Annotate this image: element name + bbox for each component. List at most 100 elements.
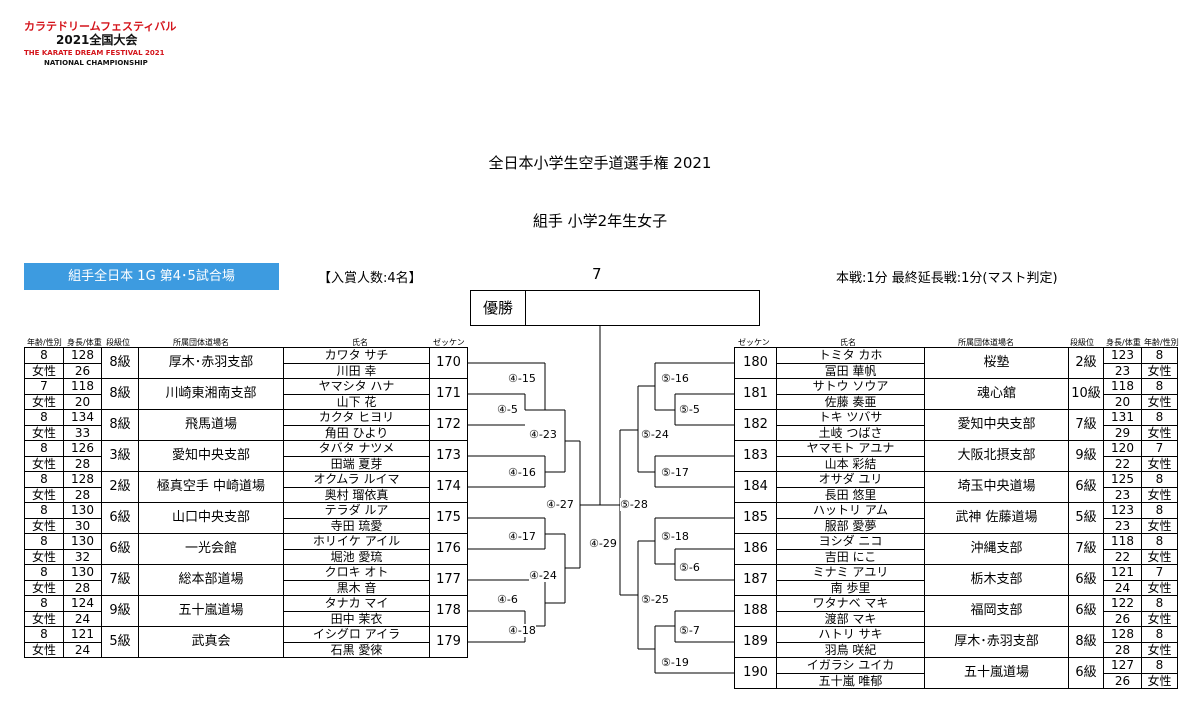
player-weight: 24 bbox=[1103, 579, 1142, 596]
player-rank: 7級 bbox=[1068, 409, 1104, 441]
player-rank: 5級 bbox=[101, 626, 139, 658]
player-rank: 3級 bbox=[101, 440, 139, 472]
player-rank: 8級 bbox=[1068, 626, 1104, 658]
player-name-kanji: 服部 愛夢 bbox=[776, 517, 925, 534]
player-rank: 8級 bbox=[101, 378, 139, 410]
player-dojo: 福岡支部 bbox=[924, 595, 1069, 627]
player-name-kanji: 寺田 琉愛 bbox=[283, 517, 430, 534]
player-zekken: 184 bbox=[734, 471, 777, 503]
match-label: ④-17 bbox=[508, 530, 536, 543]
player-sex: 女性 bbox=[24, 362, 64, 379]
header-zekken-left: ゼッケン bbox=[433, 338, 465, 347]
page-title: 全日本小学生空手道選手権 2021 bbox=[488, 154, 712, 172]
match-label: ④-5 bbox=[497, 403, 518, 416]
player-dojo: 大阪北摂支部 bbox=[924, 440, 1069, 472]
player-rank: 2級 bbox=[101, 471, 139, 503]
player-name-kana: オクムラ ルイマ bbox=[283, 471, 430, 488]
player-zekken: 178 bbox=[429, 595, 468, 627]
match-label: ⑤-7 bbox=[679, 624, 700, 637]
match-label: ⑤-6 bbox=[679, 561, 700, 574]
court-badge: 組手全日本 1G 第4･5試合場 bbox=[24, 263, 279, 290]
player-name-kana: イガラシ ユイカ bbox=[776, 657, 925, 674]
match-label: ⑤-5 bbox=[679, 403, 700, 416]
match-label: ④-16 bbox=[508, 466, 536, 479]
header-name-right: 氏名 bbox=[840, 338, 856, 347]
match-label: ④-23 bbox=[529, 428, 557, 441]
header-name-left: 氏名 bbox=[352, 338, 368, 347]
player-dojo: 五十嵐道場 bbox=[924, 657, 1069, 689]
player-zekken: 181 bbox=[734, 378, 777, 410]
player-name-kana: オサダ ユリ bbox=[776, 471, 925, 488]
header-hw-right: 身長/体重 bbox=[1106, 338, 1141, 347]
header-dojo-right: 所属団体道場名 bbox=[958, 338, 1014, 347]
player-name-kanji: 冨田 華帆 bbox=[776, 362, 925, 379]
player-height: 118 bbox=[63, 378, 102, 395]
player-zekken: 171 bbox=[429, 378, 468, 410]
tournament-logo: カラテドリームフェスティバル 2021全国大会 THE KARATE DREAM… bbox=[24, 20, 176, 67]
match-label: ⑤-17 bbox=[661, 466, 689, 479]
match-label: ⑤-16 bbox=[661, 372, 689, 385]
player-name-kana: ヤマモト アユナ bbox=[776, 440, 925, 457]
header-age-sex-left: 年齢/性別 bbox=[27, 338, 62, 347]
match-label: ⑤-19 bbox=[661, 656, 689, 669]
player-height: 120 bbox=[1103, 440, 1142, 457]
logo-line1: カラテドリームフェスティバル bbox=[24, 20, 176, 33]
player-name-kanji: 土岐 つばさ bbox=[776, 424, 925, 441]
player-height: 130 bbox=[63, 533, 102, 550]
match-rules: 本戦:1分 最終延長戦:1分(マスト判定) bbox=[836, 271, 1058, 286]
player-dojo: 武神 佐藤道場 bbox=[924, 502, 1069, 534]
player-name-kanji: 田端 夏芽 bbox=[283, 455, 430, 472]
player-zekken: 179 bbox=[429, 626, 468, 658]
bracket-number: 7 bbox=[592, 265, 602, 283]
match-label: ④-27 bbox=[546, 498, 574, 511]
player-height: 128 bbox=[1103, 626, 1142, 643]
player-dojo: 愛知中央支部 bbox=[924, 409, 1069, 441]
player-dojo: 極真空手 中崎道場 bbox=[138, 471, 284, 503]
header-rank-right: 段級位 bbox=[1070, 338, 1094, 347]
player-sex: 女性 bbox=[1141, 610, 1178, 627]
player-sex: 女性 bbox=[24, 455, 64, 472]
player-height: 125 bbox=[1103, 471, 1142, 488]
player-sex: 女性 bbox=[24, 610, 64, 627]
match-label: ④-15 bbox=[508, 372, 536, 385]
match-label: ④-24 bbox=[529, 569, 557, 582]
logo-line2: 2021全国大会 bbox=[56, 32, 138, 47]
player-zekken: 190 bbox=[734, 657, 777, 689]
player-weight: 24 bbox=[63, 641, 102, 658]
match-label: ⑤-24 bbox=[641, 428, 669, 441]
player-sex: 女性 bbox=[1141, 362, 1178, 379]
player-zekken: 175 bbox=[429, 502, 468, 534]
header-rank-left: 段級位 bbox=[106, 338, 130, 347]
player-name-kana: カワタ サチ bbox=[283, 347, 430, 364]
logo-line3: THE KARATE DREAM FESTIVAL 2021 bbox=[24, 49, 165, 57]
winners-count: 【入賞人数:4名】 bbox=[318, 271, 422, 286]
match-label: ④-29 bbox=[589, 537, 617, 550]
player-rank: 7級 bbox=[101, 564, 139, 596]
match-label: ④-18 bbox=[508, 624, 536, 637]
player-height: 130 bbox=[63, 564, 102, 581]
